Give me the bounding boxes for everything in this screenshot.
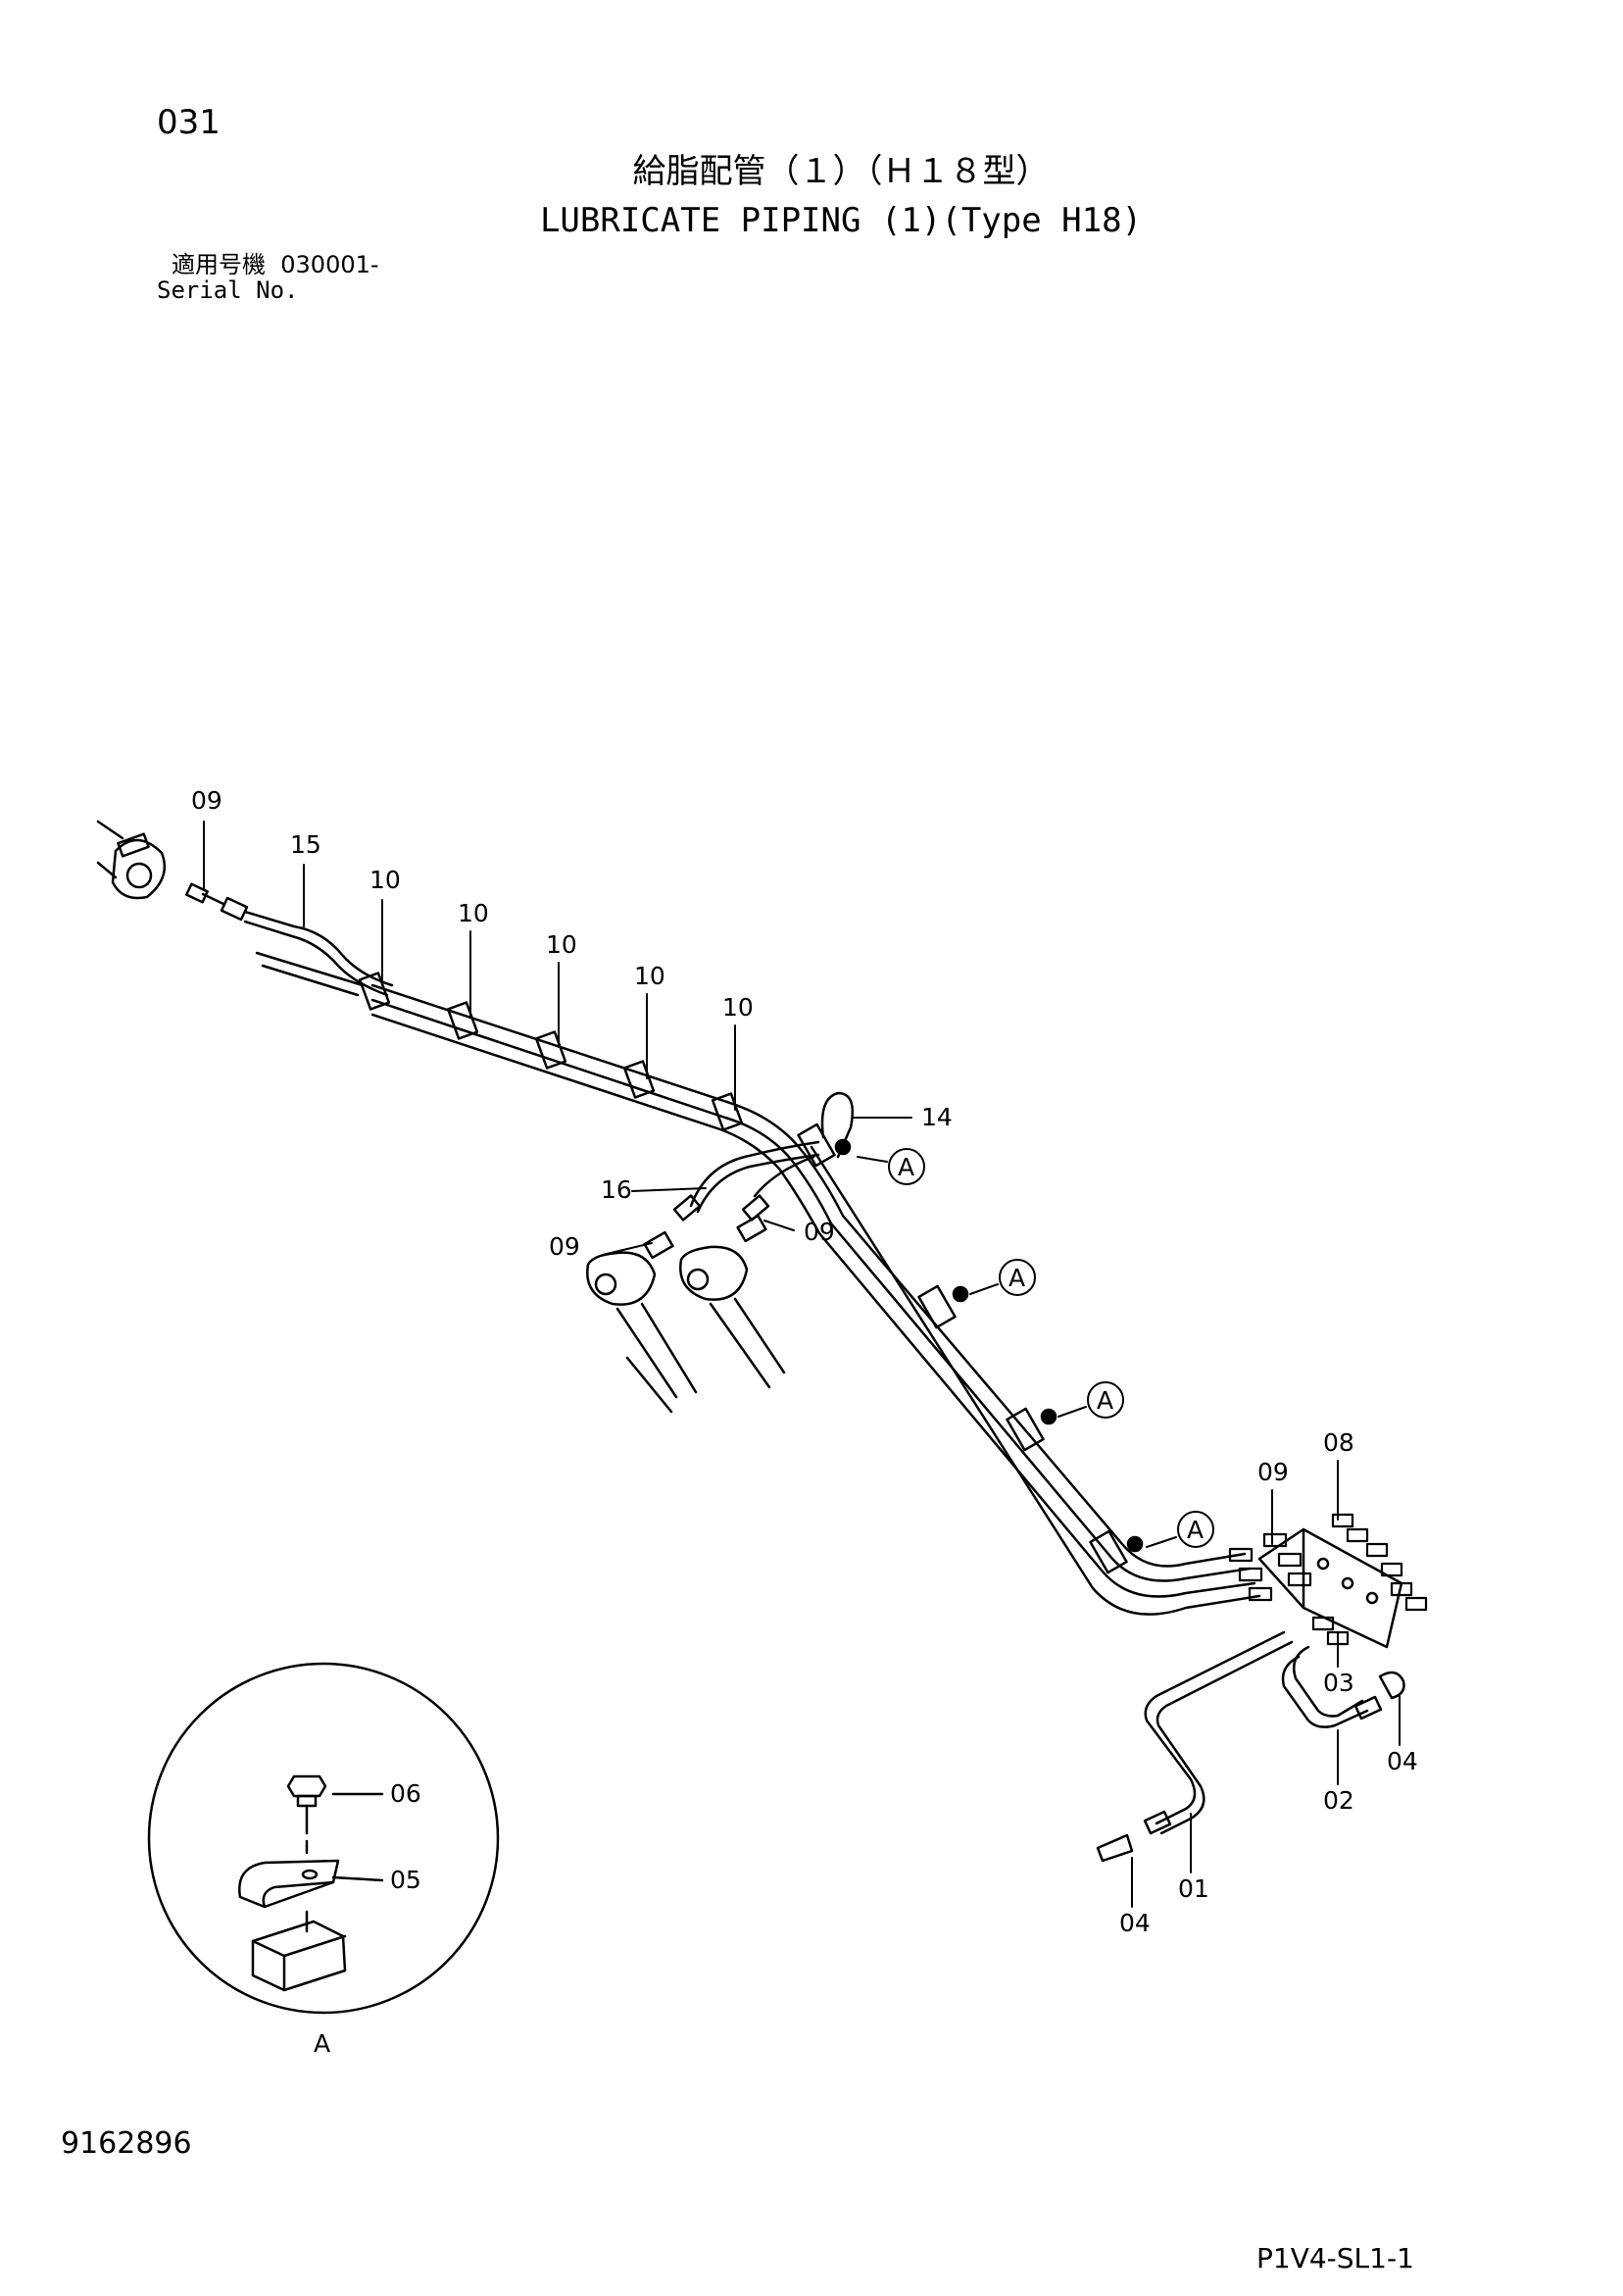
callout-09: 09 <box>549 1232 580 1261</box>
serial-label-japanese: 適用号機 030001- <box>172 253 379 276</box>
cylinder-rods <box>586 1214 786 1414</box>
callout-09: 09 <box>1257 1458 1289 1486</box>
distributor-block <box>1228 1513 1428 1649</box>
callout-09: 09 <box>804 1218 835 1246</box>
callout-04: 04 <box>1387 1747 1418 1775</box>
loop-14 <box>820 1091 855 1159</box>
callout-10: 10 <box>634 962 665 990</box>
detail-view-label: A <box>314 2029 330 2058</box>
callout-10: 10 <box>546 930 577 959</box>
detail-marker-a: A <box>1097 1386 1113 1415</box>
document-number: 9162896 <box>61 2126 192 2161</box>
clamps-10 <box>358 972 744 1131</box>
callout-10: 10 <box>369 866 401 894</box>
callout-16: 16 <box>601 1175 632 1204</box>
detail-marker-a: A <box>1008 1264 1025 1292</box>
callout-08: 08 <box>1323 1428 1354 1457</box>
pipes-01-02 <box>1096 1630 1405 1863</box>
callout-06: 06 <box>390 1779 421 1808</box>
callout-05: 05 <box>390 1866 421 1894</box>
callout-09: 09 <box>191 786 222 815</box>
callout-01: 01 <box>1178 1874 1209 1903</box>
callout-labels: 09 15 10 10 10 10 10 14 16 09 09 08 09 0… <box>191 786 1418 2058</box>
callout-02: 02 <box>1323 1786 1354 1815</box>
title-japanese: 給脂配管（１）（Ｈ１８型） <box>632 152 1050 191</box>
boom-pin-fitting <box>96 820 167 900</box>
callout-10: 10 <box>458 899 489 927</box>
callout-10: 10 <box>722 993 754 1022</box>
callout-15: 15 <box>290 830 321 859</box>
detail-marker-a: A <box>1187 1516 1204 1544</box>
callout-03: 03 <box>1323 1669 1354 1697</box>
leader-lines <box>203 821 1401 1908</box>
serial-value: 030001- <box>280 251 379 278</box>
title-english: LUBRICATE PIPING (1)(Type H18) <box>539 201 1143 240</box>
serial-label-english: Serial No. <box>157 276 299 304</box>
reference-code: P1V4-SL1-1 <box>1256 2242 1414 2274</box>
detail-view-a <box>147 1662 500 2015</box>
page-number: 031 <box>157 103 221 142</box>
callout-14: 14 <box>921 1103 953 1131</box>
detail-marker-a: A <box>898 1153 914 1181</box>
hose-bundle <box>243 910 1261 1616</box>
hose-16 <box>672 1140 820 1222</box>
a-clamps <box>797 1123 1144 1574</box>
callout-04: 04 <box>1119 1909 1151 1937</box>
serial-label-jp: 適用号機 <box>172 251 266 278</box>
fitting-09-upper <box>185 882 249 922</box>
